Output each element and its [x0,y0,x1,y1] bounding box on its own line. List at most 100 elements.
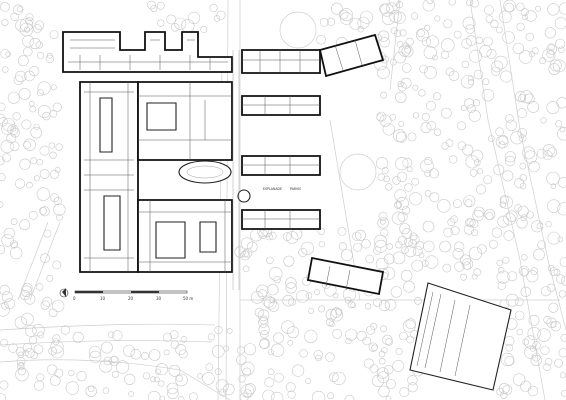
tree-canopy [332,328,343,339]
tree-canopy [378,300,390,312]
tree-canopy [397,211,408,222]
tree-canopy [162,332,173,342]
tree-canopy [423,46,437,60]
tree-canopy [452,199,462,208]
tree-canopy [392,359,405,372]
tree-canopy [410,12,419,20]
tree-canopy [401,45,414,58]
tree-canopy [546,101,560,115]
tree-canopy [498,267,505,274]
tree-canopy [467,75,474,82]
tree-canopy [317,227,325,235]
tree-canopy [419,64,428,74]
tree-canopy [111,370,119,378]
tree-canopy [17,55,29,67]
tree-canopy [411,177,420,186]
tree-canopy [36,187,51,201]
tree-canopy [496,387,505,396]
tree-canopy [420,159,434,173]
tree-canopy [316,34,326,45]
tree-canopy [226,328,233,334]
tree-canopy [29,65,40,77]
tree-canopy [33,380,45,391]
tree-canopy [234,246,246,258]
tree-canopy [37,81,51,95]
tree-canopy [449,155,458,164]
tree-canopy [259,338,270,350]
tree-canopy [487,135,495,142]
tree-canopy [408,239,417,248]
tree-canopy [454,261,465,272]
tree-canopy [422,0,435,12]
tree-canopy [390,286,403,298]
tree-canopy [17,367,26,376]
tree-canopy [424,24,431,31]
tree-canopy [424,190,432,197]
tree-canopy [457,121,466,131]
tree-canopy [39,145,50,156]
tree-canopy [51,299,65,313]
tree-canopy [20,285,33,297]
round-plaza-north [279,11,317,49]
tree-canopy [395,347,403,355]
tree-canopy [409,234,420,245]
tree-canopy [236,346,245,355]
tree-canopy [99,359,113,373]
tree-canopy [519,90,533,104]
tree-canopy [560,334,566,342]
tree-canopy [166,382,179,395]
tree-canopy [200,25,208,33]
tree-canopy [298,248,308,258]
tree-canopy [440,38,455,52]
tree-canopy [258,323,270,336]
tree-canopy [506,210,518,222]
tree-canopy [170,22,180,32]
tree-canopy [472,99,481,107]
tree-canopy [546,171,560,186]
tree-canopy [16,356,26,366]
tree-canopy [15,19,28,32]
tree-canopy [308,307,315,314]
tree-canopy [514,297,524,307]
building-east-slab-2 [241,95,321,116]
tree-canopy [345,328,358,341]
oval-courtyard-inner [186,165,224,179]
building-central-north [137,81,233,161]
tree-canopy [10,246,23,260]
tree-canopy [518,50,533,64]
tree-canopy [163,349,170,356]
tree-canopy [374,239,388,253]
tree-canopy [537,328,551,342]
tree-canopy [536,148,547,159]
tree-canopy [520,380,532,392]
building-west-main-block [79,81,139,273]
tree-canopy [412,112,420,119]
tree-canopy [536,222,544,230]
tree-canopy [547,264,555,272]
tree-canopy [257,289,268,299]
scale-tick-1: 10 [100,296,106,301]
tree-canopy [339,8,353,22]
tree-canopy [535,5,541,12]
tree-canopy [37,331,45,339]
tree-canopy [369,364,379,373]
tree-canopy [377,217,389,229]
tree-canopy [0,173,6,182]
tree-canopy [385,338,393,346]
tree-canopy [502,170,514,182]
tree-canopy [256,284,269,297]
tree-canopy [418,252,425,258]
round-pavilion [237,189,251,203]
tree-canopy [540,345,550,355]
tree-canopy [181,19,195,33]
tree-canopy [268,231,277,240]
tree-canopy [399,29,407,37]
tree-canopy [373,298,382,307]
scale-tick-3: 30 [156,296,162,301]
tree-canopy [504,2,514,13]
tree-canopy [547,231,561,245]
tree-canopy [281,320,295,334]
tree-canopy [377,371,390,384]
tree-canopy [394,200,403,209]
tree-canopy [257,309,270,322]
